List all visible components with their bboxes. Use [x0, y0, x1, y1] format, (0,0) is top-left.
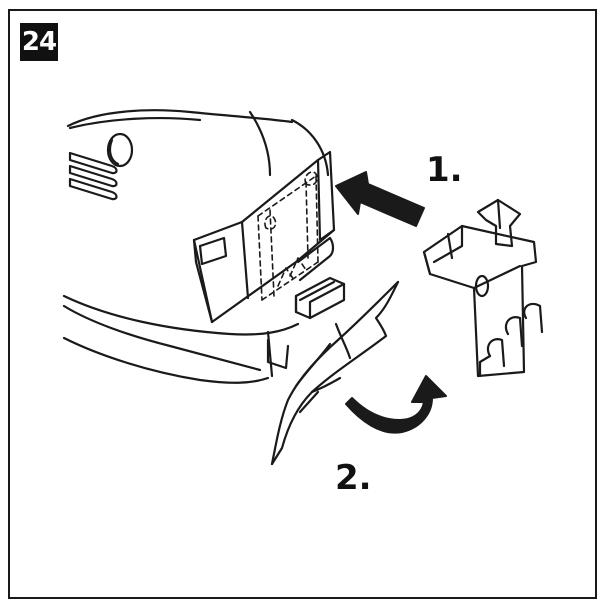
appliance-body [62, 109, 330, 384]
vent-slot [68, 151, 118, 175]
step-2-label: 2. [335, 458, 372, 498]
vent-slot [68, 177, 118, 201]
filter-frame-part [422, 198, 544, 378]
frame-hole [474, 274, 490, 298]
rear-panel [192, 150, 336, 324]
step-1-label: 1. [426, 150, 463, 190]
vent-slot [68, 164, 118, 188]
step-number-badge: 24 [20, 23, 58, 61]
round-boss [106, 132, 134, 168]
filter-cover-flap [270, 280, 400, 466]
figure-frame [8, 9, 597, 599]
curved-arrow-icon [345, 375, 447, 434]
hinge-clip [266, 276, 346, 370]
arrow-left-icon [335, 171, 425, 227]
